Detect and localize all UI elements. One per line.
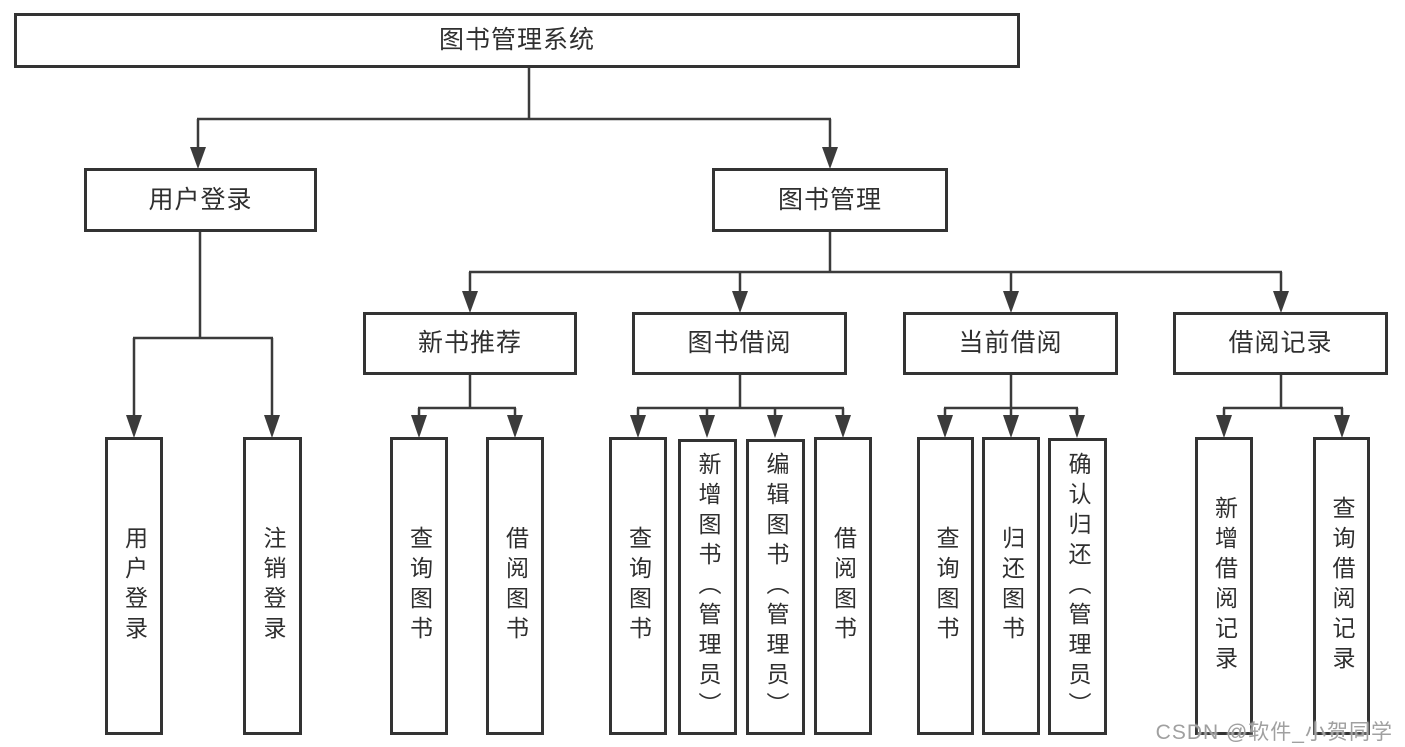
node-leaf-edit-book-admin: 编辑图书（管理员） — [746, 439, 805, 735]
node-leaf-query-books-recommend-label: 查询图书 — [406, 526, 433, 646]
node-current-borrow-label: 当前借阅 — [958, 329, 1063, 357]
connector-book-management-split — [462, 232, 1289, 313]
node-user-login-label: 用户登录 — [148, 185, 253, 214]
node-leaf-add-book-admin: 新增图书（管理员） — [678, 439, 737, 735]
node-leaf-query-books-borrow-label: 查询图书 — [625, 526, 652, 646]
node-leaf-edit-book-admin-label: 编辑图书（管理员） — [763, 452, 789, 722]
connector-new-book-recommend-split — [411, 375, 523, 438]
node-user-login: 用户登录 — [84, 168, 317, 232]
watermark: CSDN @软件_小贺同学 — [1155, 721, 1393, 744]
node-leaf-borrow-books-action: 借阅图书 — [814, 437, 872, 735]
node-leaf-user-login-action-label: 用户登录 — [121, 526, 148, 646]
node-book-borrow: 图书借阅 — [632, 312, 847, 375]
connector-root-split — [190, 68, 838, 169]
node-leaf-return-book-label: 归还图书 — [998, 526, 1025, 646]
node-leaf-query-books-current-label: 查询图书 — [933, 526, 959, 646]
node-new-book-recommend-label: 新书推荐 — [417, 329, 522, 357]
node-leaf-return-book: 归还图书 — [982, 437, 1040, 735]
node-book-management-label: 图书管理 — [777, 185, 882, 214]
node-new-book-recommend: 新书推荐 — [363, 312, 577, 375]
node-leaf-borrow-books-action-label: 借阅图书 — [830, 526, 857, 646]
node-book-management: 图书管理 — [712, 168, 948, 232]
node-leaf-add-book-admin-label: 新增图书（管理员） — [695, 452, 721, 722]
connector-borrow-records-split — [1216, 375, 1350, 438]
node-leaf-confirm-return-admin: 确认归还（管理员） — [1048, 438, 1107, 735]
node-root-label: 图书管理系统 — [438, 26, 595, 54]
node-leaf-query-borrow-record: 查询借阅记录 — [1313, 437, 1370, 735]
connector-book-borrow-split — [630, 375, 851, 438]
node-leaf-logout: 注销登录 — [243, 437, 302, 735]
node-leaf-borrow-books-recommend-label: 借阅图书 — [502, 526, 529, 646]
connector-user-login-split — [126, 232, 280, 438]
node-leaf-query-borrow-record-label: 查询借阅记录 — [1329, 496, 1355, 676]
node-current-borrow: 当前借阅 — [903, 312, 1118, 375]
connector-current-borrow-split — [937, 375, 1085, 438]
node-leaf-user-login-action: 用户登录 — [105, 437, 163, 735]
node-book-borrow-label: 图书借阅 — [687, 329, 792, 357]
node-leaf-add-borrow-record-label: 新增借阅记录 — [1211, 496, 1238, 676]
node-leaf-borrow-books-recommend: 借阅图书 — [486, 437, 544, 735]
node-leaf-add-borrow-record: 新增借阅记录 — [1195, 437, 1253, 735]
node-borrow-records: 借阅记录 — [1173, 312, 1388, 375]
node-root: 图书管理系统 — [14, 13, 1020, 68]
node-leaf-confirm-return-admin-label: 确认归还（管理员） — [1065, 451, 1091, 722]
node-leaf-logout-label: 注销登录 — [260, 526, 286, 646]
node-leaf-query-books-current: 查询图书 — [917, 437, 974, 735]
node-borrow-records-label: 借阅记录 — [1228, 329, 1333, 357]
node-leaf-query-books-borrow: 查询图书 — [609, 437, 667, 735]
node-leaf-query-books-recommend: 查询图书 — [390, 437, 448, 735]
